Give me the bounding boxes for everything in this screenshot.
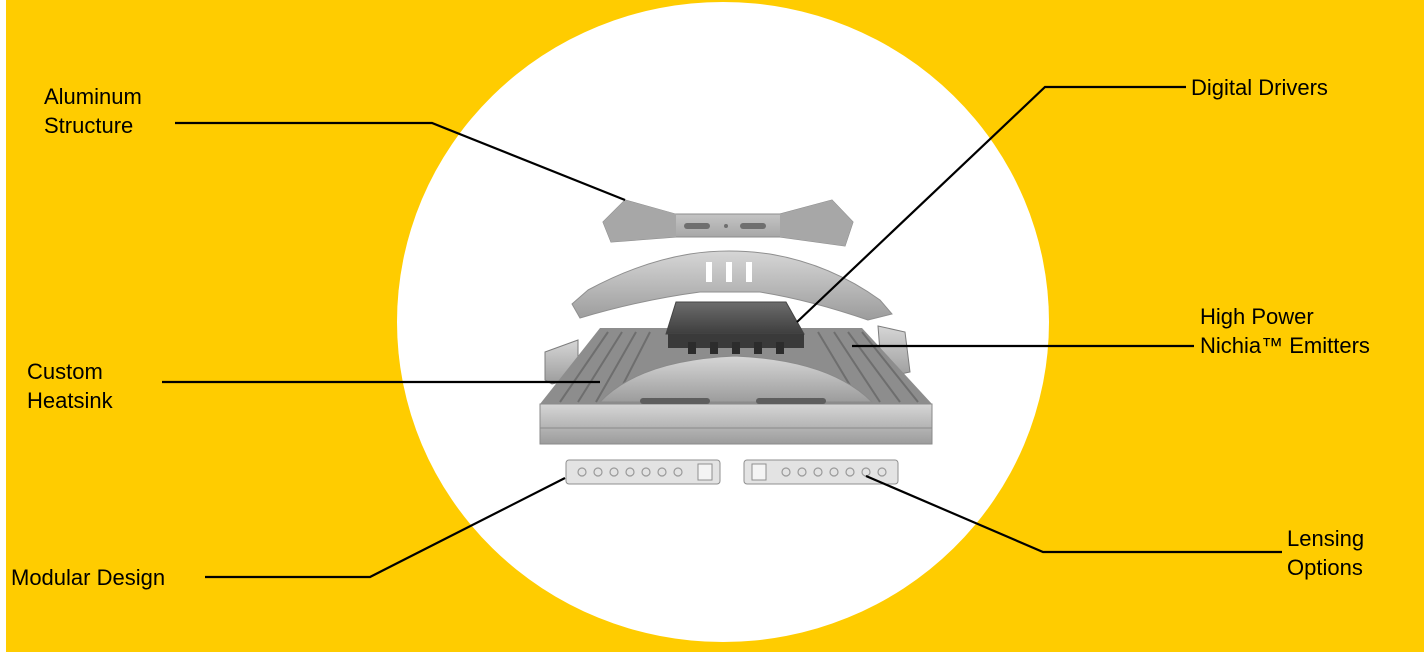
label-high-power-emitters-line2: Nichia™ Emitters bbox=[1200, 331, 1370, 360]
driver-box bbox=[666, 302, 804, 354]
label-modular-design: Modular Design bbox=[11, 563, 165, 592]
label-aluminum-structure: Aluminum Structure bbox=[44, 82, 142, 140]
label-custom-heatsink-line1: Custom bbox=[27, 357, 113, 386]
label-digital-drivers: Digital Drivers bbox=[1191, 73, 1328, 102]
label-custom-heatsink-line2: Heatsink bbox=[27, 386, 113, 415]
label-digital-drivers-line1: Digital Drivers bbox=[1191, 73, 1328, 102]
label-lensing-options: Lensing Options bbox=[1287, 524, 1364, 582]
label-high-power-emitters-line1: High Power bbox=[1200, 302, 1370, 331]
label-aluminum-structure-line2: Structure bbox=[44, 111, 142, 140]
label-high-power-emitters: High Power Nichia™ Emitters bbox=[1200, 302, 1370, 360]
label-custom-heatsink: Custom Heatsink bbox=[27, 357, 113, 415]
label-modular-design-line1: Modular Design bbox=[11, 563, 165, 592]
label-lensing-options-line2: Options bbox=[1287, 553, 1364, 582]
label-aluminum-structure-line1: Aluminum bbox=[44, 82, 142, 111]
label-lensing-options-line1: Lensing bbox=[1287, 524, 1364, 553]
